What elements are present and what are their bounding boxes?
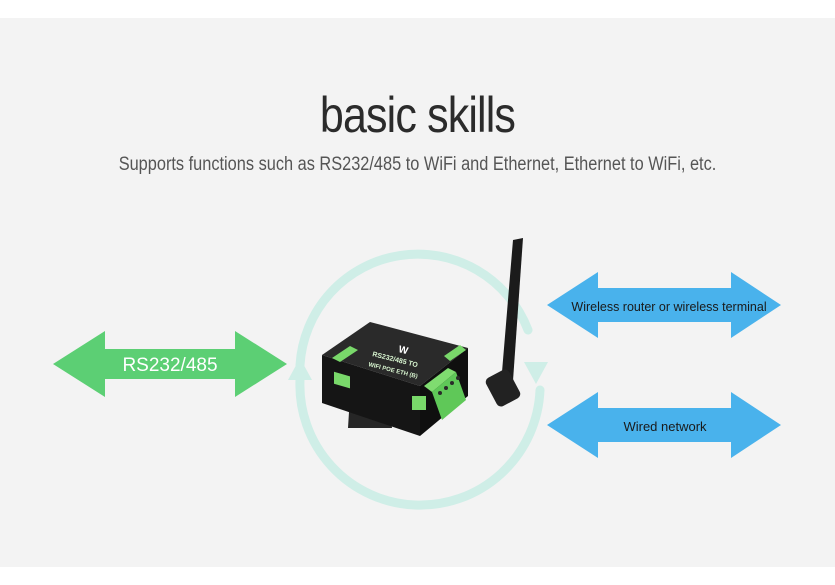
device-top-face: [322, 322, 468, 386]
page-title: basic skills: [319, 87, 516, 143]
brand-logo-icon: W: [397, 344, 409, 357]
wired-label: Wired network: [623, 419, 707, 434]
terminal-block-top-icon: [424, 368, 456, 392]
rs232-485-arrow: RS232/485: [53, 331, 287, 397]
eth-port-icon: [334, 371, 350, 389]
wireless-arrow-shape: [547, 272, 781, 338]
ring-arrowhead-right: [524, 362, 548, 384]
ring-upper-arc: [295, 249, 533, 370]
wireless-arrow: Wireless router or wireless terminal: [547, 272, 781, 338]
status-led-icon: [412, 396, 426, 410]
antenna-icon: [500, 238, 523, 396]
page-subtitle: Supports functions such as RS232/485 to …: [118, 154, 717, 175]
terminal-screws-icon: [438, 376, 460, 395]
terminal-block-icon: [432, 372, 466, 420]
wired-arrow: Wired network: [547, 392, 781, 458]
wired-arrow-shape: [547, 392, 781, 458]
rs232-485-arrow-shape: [53, 331, 287, 397]
antenna-base-icon: [485, 369, 521, 407]
device-front-face: [322, 355, 420, 436]
wireless-label: Wireless router or wireless terminal: [571, 300, 766, 314]
device-top-port-icon: [332, 346, 358, 362]
ring-arrowhead-left: [288, 358, 312, 380]
device-top-port-right-icon: [444, 345, 466, 361]
ring-lower-arc: [295, 375, 545, 510]
serial-server-device: RS232/485 TO WIFI POE ETH (B) W: [322, 238, 523, 436]
flow-ring: [288, 249, 548, 510]
rs232-485-label: RS232/485: [122, 355, 217, 376]
